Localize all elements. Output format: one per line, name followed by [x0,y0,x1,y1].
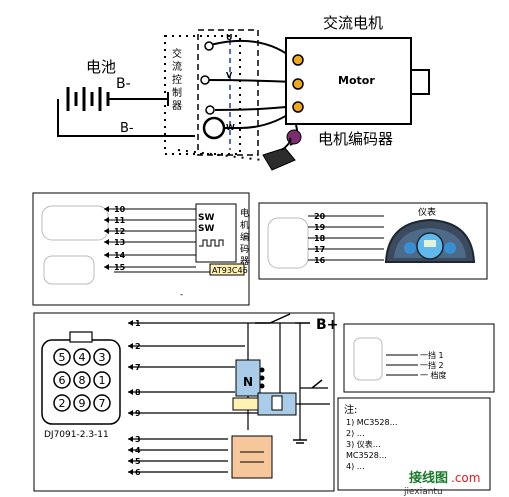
uvw-wires [204,39,296,111]
controller-box [164,35,241,155]
encoder-label: 电机编码器 [318,130,393,148]
svg-text:3) 仪表…: 3) 仪表… [346,439,381,449]
b-minus-label-bottom: B- [120,121,134,136]
connector-pins: 5 4 3 6 8 1 2 9 7 [53,348,111,412]
terminal-block [197,29,259,156]
watermark-main: 接线图 [409,470,448,486]
svg-text:9: 9 [79,397,86,410]
svg-text:6: 6 [59,374,66,387]
motor-shaft [410,69,430,95]
svg-text:7: 7 [99,397,106,410]
direction-switch [235,359,261,397]
mid-left-pin-lines [104,208,210,273]
connector-part-number: DJ7091-2.3-11 [44,430,109,440]
b-plus-label: B+ [316,317,338,333]
svg-text:8: 8 [79,374,86,387]
svg-text:器: 器 [172,100,182,112]
speed-switch-panel [343,323,495,393]
watermark-sub: jiexiantu [403,487,443,497]
motor-terminal-1 [292,54,304,66]
bottom-left-upper-arrows [128,320,133,416]
mid-left-caption: - [180,290,183,300]
svg-text:电: 电 [240,207,249,219]
svg-text:MC3528…: MC3528… [346,451,387,460]
electronic-brake-box [231,435,273,479]
svg-text:SW: SW [198,213,214,223]
svg-text:4) …: 4) … [346,462,365,471]
svg-text:1: 1 [99,374,106,387]
notes-panel [337,397,491,491]
dashboard-title: 仪表 [418,206,436,218]
motor-terminal-3 [292,101,304,113]
svg-text:2) …: 2) … [346,429,365,438]
encoder-connector-icon [262,137,296,171]
svg-text:5: 5 [59,351,66,364]
controller-labels: 交 流 控 制 器 [172,47,182,112]
mid-right-pin-lines [308,215,384,261]
motor-label: Motor [338,74,375,87]
key-switch [255,313,310,324]
svg-text:控: 控 [172,73,182,86]
svg-text:制: 制 [172,86,182,99]
svg-text:码: 码 [240,244,249,255]
encoder-chip [195,203,237,263]
speed-switch-sketch [353,337,383,381]
battery-wires [57,92,195,137]
svg-text:器: 器 [240,256,249,267]
bottom-left-lower-wires [128,438,228,473]
notes-title: 注: [344,403,357,416]
ring-terminal [202,116,226,140]
motor-title: 交流电机 [323,14,383,32]
svg-text:2: 2 [59,397,66,410]
chip-label-box [209,263,245,276]
dashboard-connector-sketch [267,217,309,269]
svg-text:SW: SW [198,224,214,234]
battery-label: 电池 [86,58,116,76]
svg-text:流: 流 [172,60,182,73]
svg-text:交: 交 [172,47,182,60]
svg-text:机: 机 [240,219,249,231]
bottom-left-lower-arrows [128,436,133,475]
mid-left-arrows [104,206,109,270]
svg-text:一挡 2: 一挡 2 [420,360,444,370]
svg-text:1) MC3528…: 1) MC3528… [346,418,398,427]
svg-text:一 档度: 一 档度 [420,370,447,380]
notes-lines: 1) MC3528… 2) … 3) 仪表… MC3528… 4) … [346,418,398,471]
connector-sketch [41,205,109,285]
svg-text:3: 3 [99,351,106,364]
phase-u: U [226,33,233,42]
speed-legend-lines [386,354,418,376]
watermark-domain: .com [451,471,480,485]
battery [66,87,110,111]
phase-v: V [226,71,233,80]
uvw-labels: U V W [226,33,235,132]
svg-text:编: 编 [240,231,249,243]
motor-terminal-2 [292,78,304,90]
chip-label: AT93C46 [212,266,248,275]
svg-text:一挡 1: 一挡 1 [420,350,444,360]
speed-legend: 一挡 1 一挡 2 一 档度 [420,350,447,380]
b-minus-label-top: B- [116,76,131,92]
svg-text:4: 4 [79,351,86,364]
dashboard-gauge [384,218,476,263]
n-label: N [243,375,253,389]
pulse-symbol [199,239,224,247]
